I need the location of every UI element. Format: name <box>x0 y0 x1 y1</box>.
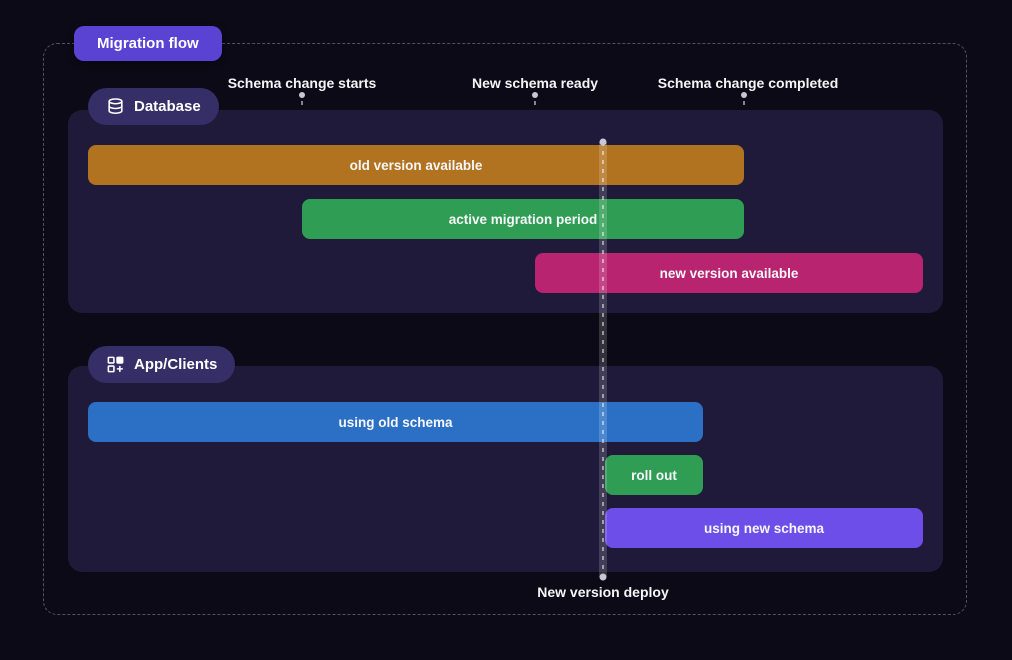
bar-using-old-schema: using old schema <box>88 402 703 442</box>
bar-old-version-available: old version available <box>88 145 744 185</box>
app-clients-badge: App/Clients <box>88 346 236 383</box>
event-dot-top <box>299 92 305 98</box>
bar-label: using new schema <box>703 520 825 536</box>
bar-active-migration-period: active migration period <box>302 199 744 239</box>
deploy-dot-bottom <box>599 573 607 581</box>
event-dot-top <box>741 92 747 98</box>
database-icon <box>106 97 125 116</box>
database-badge: Database <box>88 88 219 125</box>
bar-label: old version available <box>349 157 483 173</box>
diagram-title: Migration flow <box>97 35 199 52</box>
deploy-label: New version deploy <box>537 584 669 600</box>
event-label-new-schema-ready: New schema ready <box>471 75 599 91</box>
bar-label: active migration period <box>448 211 598 227</box>
bar-label: roll out <box>631 467 677 483</box>
bar-label: new version available <box>659 265 799 281</box>
bar-roll-out: roll out <box>605 455 703 495</box>
bar-using-new-schema: using new schema <box>605 508 923 548</box>
apps-grid-icon <box>106 355 125 374</box>
app-clients-badge-label: App/Clients <box>134 356 218 373</box>
deploy-dot-top <box>599 138 607 146</box>
database-badge-label: Database <box>134 98 201 115</box>
event-label-schema-change-starts: Schema change starts <box>227 75 377 91</box>
deploy-dashed-line <box>602 142 604 577</box>
diagram-title-badge: Migration flow <box>74 26 222 61</box>
event-dot-top <box>532 92 538 98</box>
event-label-schema-change-completed: Schema change completed <box>657 75 839 91</box>
bar-label: using old schema <box>338 414 453 430</box>
bar-new-version-available: new version available <box>535 253 923 293</box>
diagram-frame <box>43 43 967 615</box>
